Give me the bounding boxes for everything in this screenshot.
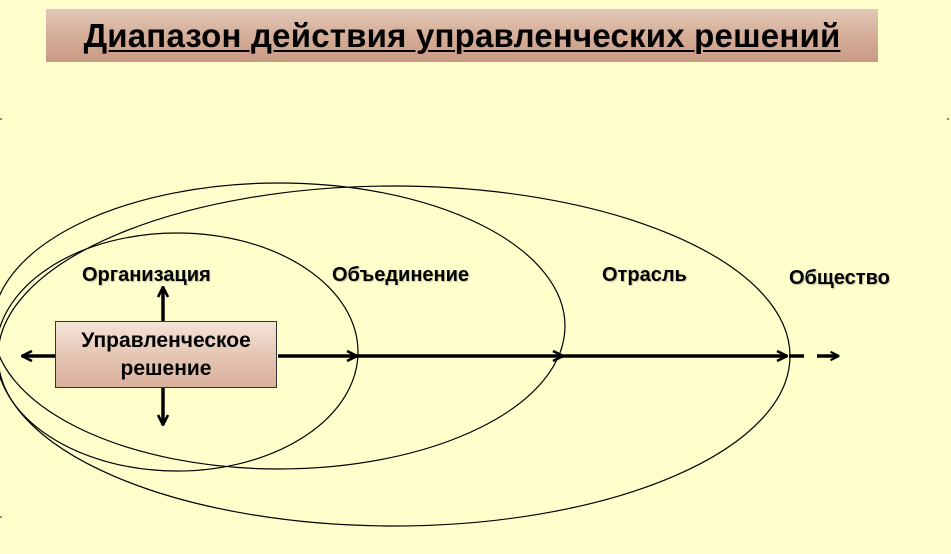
decision-label: Управленческое решение <box>81 328 251 380</box>
society-label: Общество <box>789 267 890 289</box>
industry-label: Отрасль <box>602 264 687 286</box>
page-title: Диапазон действия управленческих решений <box>83 16 841 54</box>
organization-label: Организация <box>82 264 211 286</box>
edge-mark-left <box>0 118 2 120</box>
industry-scope-ellipse <box>0 182 566 470</box>
association-label: Объединение <box>332 264 470 286</box>
decision-box: Управленческое решение <box>55 321 277 388</box>
title-banner: Диапазон действия управленческих решений <box>46 9 878 62</box>
edge-mark-bottom-left <box>0 516 2 518</box>
edge-mark-right <box>947 118 949 120</box>
organization-scope-ellipse <box>0 232 359 472</box>
